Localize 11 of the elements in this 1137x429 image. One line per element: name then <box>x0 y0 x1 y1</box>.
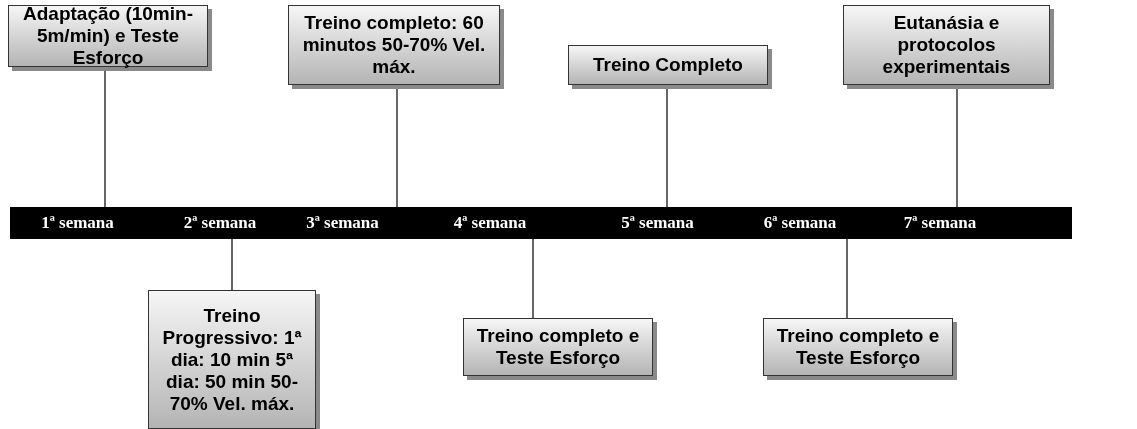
connector-line <box>532 238 534 319</box>
week-label: 6ª semana <box>740 207 860 239</box>
week-label: 5ª semana <box>590 207 725 239</box>
week-label: 2ª semana <box>160 207 280 239</box>
week-label: 4ª semana <box>430 207 550 239</box>
connector-line <box>231 238 233 291</box>
week-label: 3ª semana <box>285 207 400 239</box>
week-label: 7ª semana <box>875 207 1005 239</box>
connector-line <box>846 238 848 319</box>
timeline-bar <box>10 207 1072 239</box>
week-label: 1ª semana <box>20 207 135 239</box>
